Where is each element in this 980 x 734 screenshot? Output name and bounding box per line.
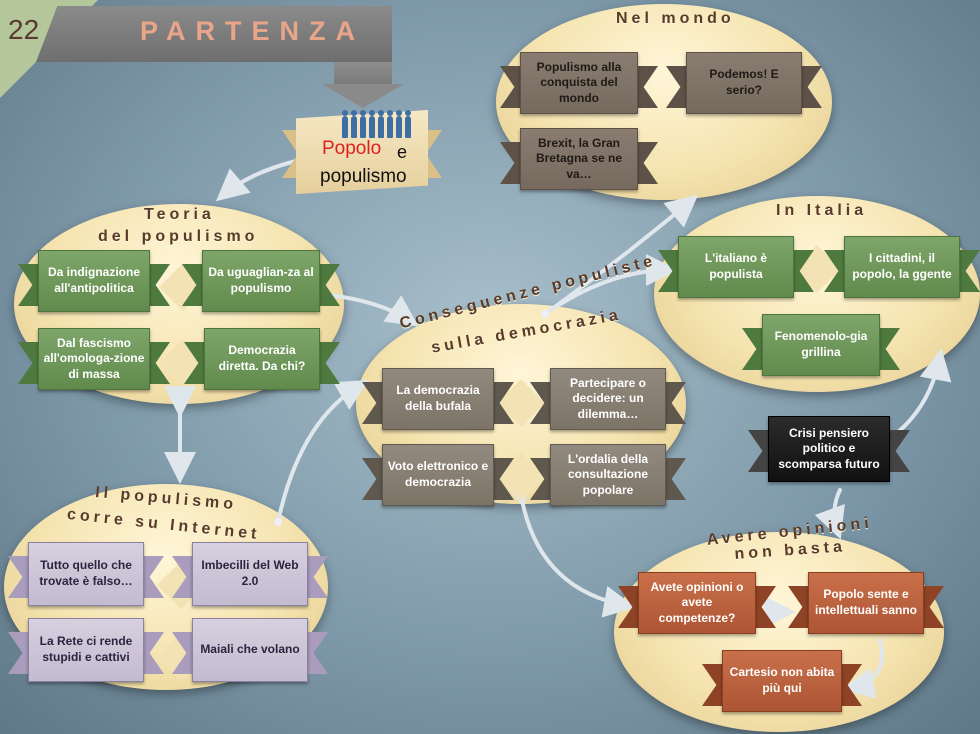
topic-label: Maiali che volano: [192, 618, 308, 682]
topic-ribbon-crisi[interactable]: Crisi pensiero politico e scomparsa futu…: [748, 416, 910, 490]
topic-label: Voto elettronico e democrazia: [382, 444, 494, 506]
topic-ribbon[interactable]: Fenomenolo-gia grillina: [742, 314, 900, 384]
title-arrow-down-icon: [322, 84, 404, 108]
arrow-internet-to-conseguenze: [276, 379, 369, 524]
arrow-start-to-teoria: [215, 158, 302, 202]
start-word-popolo: Popolo: [322, 138, 382, 159]
topic-ribbon[interactable]: Podemos! E serio?: [666, 52, 822, 122]
topic-label: La democrazia della bufala: [382, 368, 494, 430]
topic-ribbon[interactable]: Tutto quello che trovate è falso…: [8, 542, 164, 614]
topic-ribbon[interactable]: Dal fascismo all'omologa-zione di massa: [18, 328, 170, 398]
topic-ribbon[interactable]: Partecipare o decidere: un dilemma…: [530, 368, 686, 438]
arrow-conseguenze-to-italia: [546, 254, 678, 314]
start-word-populismo: populismo: [320, 166, 407, 187]
topic-ribbon[interactable]: La democrazia della bufala: [362, 368, 514, 438]
topic-label: I cittadini, il popolo, la ggente: [844, 236, 960, 298]
people-icon: [342, 110, 411, 138]
topic-ribbon[interactable]: Populismo alla conquista del mondo: [500, 52, 658, 122]
topic-label: La Rete ci rende stupidi e cattivi: [28, 618, 144, 682]
topic-label: Avete opinioni o avete competenze?: [638, 572, 756, 634]
topic-label: Cartesio non abita più qui: [722, 650, 842, 712]
topic-label: Imbecilli del Web 2.0: [192, 542, 308, 606]
topic-ribbon[interactable]: Brexit, la Gran Bretagna se ne va…: [500, 128, 658, 198]
topic-label: Democrazia diretta. Da chi?: [204, 328, 320, 390]
page-title: PARTENZA: [140, 16, 365, 46]
topic-label: Crisi pensiero politico e scomparsa futu…: [768, 416, 890, 482]
start-word-e: e: [397, 142, 408, 162]
topic-ribbon[interactable]: Avete opinioni o avete competenze?: [618, 572, 776, 642]
cluster-title-teoria-2: del populismo: [98, 228, 259, 245]
topic-ribbon[interactable]: Cartesio non abita più qui: [702, 650, 862, 720]
topic-label: Populismo alla conquista del mondo: [520, 52, 638, 114]
topic-label: Da indignazione all'antipolitica: [38, 250, 150, 312]
topic-label: L'ordalia della consultazione popolare: [550, 444, 666, 506]
cluster-title-mondo: Nel mondo: [616, 10, 735, 27]
arrow-crisi-opinioni: [814, 488, 845, 540]
topic-label: Fenomenolo-gia grillina: [762, 314, 880, 376]
title-banner: [36, 6, 392, 62]
title-arrow-stem: [334, 62, 392, 84]
topic-ribbon[interactable]: La Rete ci rende stupidi e cattivi: [8, 618, 164, 690]
topic-ribbon[interactable]: Voto elettronico e democrazia: [362, 444, 514, 514]
arrow-opinioni-inner-2: [842, 638, 884, 699]
topic-label: Podemos! E serio?: [686, 52, 802, 114]
topic-ribbon[interactable]: L'ordalia della consultazione popolare: [530, 444, 686, 514]
start-ribbon-popolo[interactable]: Popolo e populismo: [282, 110, 442, 194]
topic-ribbon[interactable]: Maiali che volano: [172, 618, 328, 690]
slide-number: 22: [8, 14, 40, 45]
cluster-title-italia: In Italia: [776, 202, 868, 219]
topic-label: Tutto quello che trovate è falso…: [28, 542, 144, 606]
arrow-conseguenze-opinioni: [501, 473, 636, 618]
topic-ribbon[interactable]: Da uguaglian-za al populismo: [182, 250, 340, 320]
topic-ribbon[interactable]: I cittadini, il popolo, la ggente: [824, 236, 980, 306]
topic-label: Da uguaglian-za al populismo: [202, 250, 320, 312]
topic-label: Popolo sente e intellettuali sanno: [808, 572, 924, 634]
cluster-title-teoria-1: Teoria: [144, 206, 215, 223]
topic-ribbon[interactable]: Da indignazione all'antipolitica: [18, 250, 170, 320]
topic-ribbon[interactable]: L'italiano è populista: [658, 236, 814, 306]
topic-ribbon[interactable]: Democrazia diretta. Da chi?: [184, 328, 340, 398]
topic-label: L'italiano è populista: [678, 236, 794, 298]
topic-label: Brexit, la Gran Bretagna se ne va…: [520, 128, 638, 190]
topic-label: Partecipare o decidere: un dilemma…: [550, 368, 666, 430]
topic-label: Dal fascismo all'omologa-zione di massa: [38, 328, 150, 390]
topic-ribbon[interactable]: Imbecilli del Web 2.0: [172, 542, 328, 614]
topic-ribbon[interactable]: Popolo sente e intellettuali sanno: [788, 572, 944, 642]
